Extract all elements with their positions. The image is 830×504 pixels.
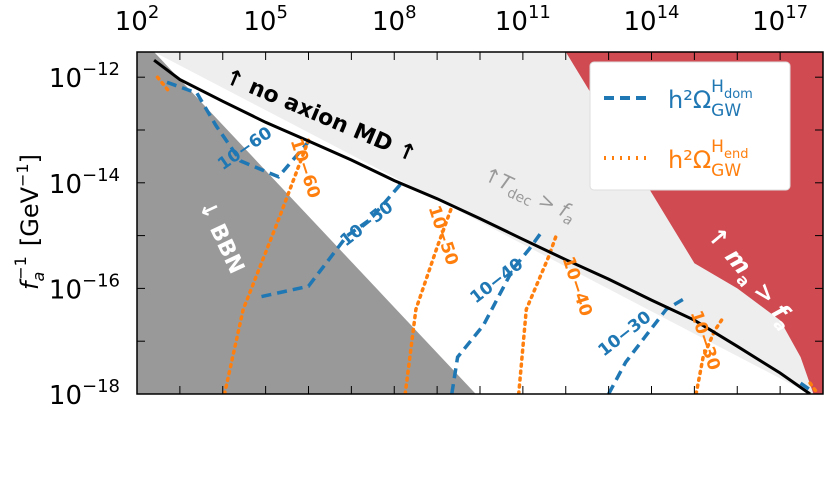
series-curve-8	[516, 233, 558, 394]
legend-end-label: h²ΩGWHend	[668, 137, 748, 181]
series-curve-10	[808, 381, 819, 394]
y-tick-base: 10	[49, 275, 82, 305]
series-curve-0	[166, 80, 310, 179]
x-tick-base: 10	[243, 7, 276, 37]
label-dom-1e-40: 10−40	[467, 254, 528, 308]
x-tick-exp: 2	[148, 2, 159, 23]
y-tick-label: 10−18	[49, 376, 120, 411]
y-tick-base: 10	[49, 170, 82, 200]
x-tick-base: 10	[115, 7, 148, 37]
series-curve-7	[403, 205, 454, 394]
series-curve-5	[155, 75, 173, 95]
y-tick-exp: −16	[82, 270, 120, 291]
y-tick-label: 10−14	[49, 165, 120, 200]
x-tick-exp: 8	[405, 2, 416, 23]
y-tick-exp: −18	[82, 376, 120, 397]
legend: h²ΩGWHdom h²ΩGWHend	[589, 61, 791, 191]
label-end-1e-50: 10−50	[424, 203, 462, 268]
no-axion-md-boundary	[153, 59, 811, 394]
x-tick-label: 105	[243, 2, 288, 37]
x-tick-label: 108	[372, 2, 417, 37]
series-curve-2	[450, 228, 545, 394]
y-tick-exp: −14	[82, 165, 120, 186]
x-tick-base: 10	[372, 7, 405, 37]
boundary-group	[153, 59, 811, 394]
y-tick-exp: −12	[82, 59, 120, 80]
x-tick-base: 10	[752, 7, 785, 37]
series-curve-6	[222, 138, 311, 394]
label-dom-1e-50: 10−50	[337, 197, 398, 251]
x-tick-base: 10	[495, 7, 528, 37]
series-curve-9	[694, 314, 727, 394]
series-curve-1	[261, 181, 404, 299]
x-tick-exp: 11	[528, 2, 551, 23]
y-tick-base: 10	[49, 64, 82, 94]
y-tick-label: 10−16	[49, 270, 120, 305]
x-tick-base: 10	[624, 7, 657, 37]
x-tick-label: 1011	[495, 2, 551, 37]
x-tick-label: 1014	[624, 2, 680, 37]
series-group	[155, 75, 819, 394]
legend-dom-label: h²ΩGWHdom	[668, 77, 753, 121]
legend-box	[589, 61, 791, 191]
x-tick-exp: 5	[276, 2, 287, 23]
series-curve-3	[607, 296, 686, 394]
y-tick-base: 10	[49, 381, 82, 411]
y-tick-label: 10−12	[49, 59, 120, 94]
x-tick-label: 1017	[752, 2, 808, 37]
series-curve-4	[799, 381, 812, 392]
region-bbn	[137, 52, 476, 394]
y-axis-label: fa−1[GeV−1]	[11, 154, 48, 290]
x-tick-exp: 14	[657, 2, 680, 23]
x-tick-label: 102	[115, 2, 160, 37]
x-tick-exp: 17	[785, 2, 808, 23]
